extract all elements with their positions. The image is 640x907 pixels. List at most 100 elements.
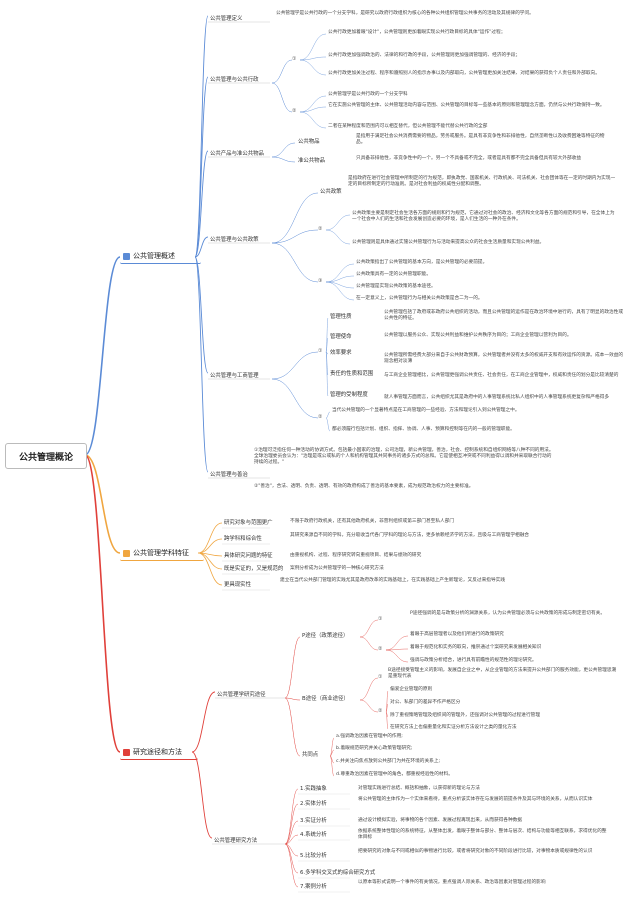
governance-item: ①治理可泛指任何一种活动的协调方式。包括最小国家的治理，公司治理，新公共管理，善… <box>254 448 554 465</box>
connector <box>271 192 319 244</box>
connector <box>385 648 409 651</box>
feature-label[interactable]: 跨学科和综合性 <box>224 536 262 542</box>
approach-item: 着眼于高层管理者以及他们所进行的政策研究 <box>410 632 504 637</box>
connector <box>271 82 293 113</box>
connector <box>271 156 296 163</box>
comparison-item: 它在实施公共管理的主体、公共管理活动内容与范围、公共管理的目标等一些基本的原则和… <box>328 103 605 108</box>
connector <box>84 454 121 554</box>
policy-item: 公共政策具有一定的公共管理职能。 <box>356 272 432 277</box>
bulb-icon <box>123 549 130 557</box>
connector <box>284 820 299 845</box>
connector <box>271 242 319 283</box>
common-item: d.尊重政治因素在管理中的角色，都重视经验性的材料。 <box>336 772 453 777</box>
connector <box>284 834 299 845</box>
policy-item: 在一定意义上，公共管理行为与相关公共政策是合二为一的。 <box>356 296 483 301</box>
governance-item: ②"善治"，合法、透明、负责、透明、有效的政府构成了善治的基本要素，成为规范政治… <box>254 484 474 489</box>
concept-label: 公共政策 <box>320 189 342 195</box>
connector <box>284 843 299 888</box>
connector <box>325 411 331 419</box>
feature-label[interactable]: 既是实证的，又是规范的 <box>224 566 284 572</box>
connector <box>194 256 209 374</box>
connector <box>271 229 319 244</box>
connector <box>385 703 389 713</box>
approach-item: 对公、私部门的差异不作严格区分 <box>390 700 461 705</box>
method-text: 将公共管理的主体作为一个实体来看待，重点分析该实体存在与发展的前提条件及其与环境… <box>358 797 593 802</box>
connector <box>299 56 327 61</box>
connector <box>299 33 327 61</box>
method-label: 7.案例分析 <box>300 884 327 890</box>
comparison-item: 公共行政更加着眼"设计"，公共管理则更加着眼实现公共行政目标的具体"运作"过程； <box>328 30 506 35</box>
policy-item: 公共管理是实现公共政策的基本途径。 <box>356 284 436 289</box>
sub-topic-label[interactable]: 公共管理与公共行政 <box>210 77 259 83</box>
approach-item: 除了重视策略管理及组织间的管理外，还强调对公共管理的过程进行管理 <box>390 713 541 718</box>
sub-topic-label[interactable]: 公共产品与准公共物品 <box>210 151 264 157</box>
method-label: 4.系统分析 <box>300 832 327 838</box>
connector <box>325 417 331 432</box>
comparison-text: 与工商企业管理相比，公共管理更强调公共责任、社会责任，在工商企业管理中，权威和责… <box>384 373 619 378</box>
main-branch-node[interactable]: 公共管理概述 <box>120 249 201 264</box>
feature-label[interactable]: 更具现实性 <box>224 582 251 588</box>
bullet-marker: ① <box>378 616 383 622</box>
common-item: c.并关注向焦点放到公共部门为共在环境的关系上; <box>336 759 441 764</box>
connector <box>271 378 319 419</box>
connector <box>329 749 335 757</box>
comparison-label: 责任的性质和范围 <box>330 371 374 377</box>
connector <box>299 95 327 113</box>
root-node[interactable]: 公共管理概论 <box>5 443 87 469</box>
sub-topic-label[interactable]: 公共管理与善治 <box>210 472 248 478</box>
method-text: 依据系统整体性理论的系统特征，从整体出发，着眼于整体与部分、整体与层次、结构与功… <box>358 829 607 840</box>
main-branch-node[interactable]: 研究途径和方法 <box>120 745 198 760</box>
approach-text: B途径接受管理主义的影响，发展自企业之中，从企业管理的方法来提升公共部门的服务效… <box>388 668 617 679</box>
bullet-marker: ① <box>292 56 297 62</box>
connector <box>197 522 223 554</box>
practice-item: 当代公共管理的一个显著特点是在工商管理的一些经验、方法和理论引入到公共管理之中。 <box>332 408 520 413</box>
connector <box>197 552 223 586</box>
method-label: 1.实践抽象 <box>300 786 327 792</box>
feature-text: 案例分析成为公共管理学的一种核心研究方法 <box>290 566 384 571</box>
sub-topic-label[interactable]: 公共管理定义 <box>210 16 243 22</box>
method-text: 通过设计模拟实验，将事物的各个因素、发展过程再现出来，从而获得各种数据 <box>358 818 523 823</box>
connector <box>359 699 379 713</box>
connector <box>271 59 293 84</box>
sub-topic-label[interactable]: 公共管理研究方法 <box>214 838 258 844</box>
approach-label: 共同点 <box>302 752 319 758</box>
connector <box>194 256 209 473</box>
connector <box>299 59 327 76</box>
bulb-icon <box>123 252 130 260</box>
feature-text: 不限于政府行政机关，还有其他政府机关，非营利组织或第三部门甚至私人部门 <box>290 519 455 524</box>
sub-topic-label[interactable]: 公共管理与工商管理 <box>210 373 259 379</box>
comparison-text: 公共管理所需经费大部分来自于公共财政预算，公共管理者并没有太多的权威开支和有效运… <box>384 353 624 364</box>
concept-text: 是指政府在进行社会管理中所制定的行为规范，即执政党、国家机关、行政机关、司法机关… <box>348 176 616 187</box>
sub-topic-label[interactable]: 公共管理学研究途径 <box>217 692 266 698</box>
method-text: 以原本等形式说明一个事件的有关情况，重点强调人际关系、政治等因素对管理过程的影响 <box>358 880 546 885</box>
connector <box>194 150 209 258</box>
feature-label[interactable]: 研究对象与范围更广 <box>224 520 273 526</box>
bullet-marker: ② <box>318 226 323 232</box>
connector <box>299 111 327 129</box>
concept-label: 准公共物品 <box>298 158 325 164</box>
connector <box>299 106 327 113</box>
approach-item: 着眼于规范化和实务的取向，推崇通过个案研究来发展相关知识 <box>410 645 542 650</box>
comparison-text: 公共管理包括了政府或非政府公共组织的活动，而且公共管理的运作是在政治环境中进行的… <box>384 310 624 321</box>
connector <box>385 690 389 713</box>
connector <box>191 691 216 753</box>
connector <box>329 737 335 757</box>
connector <box>84 454 121 753</box>
method-label: 6.多学科交叉式的综合研究方式 <box>300 870 376 876</box>
connector <box>84 256 121 456</box>
connector <box>194 236 209 258</box>
comparison-label: 效率要求 <box>330 350 352 356</box>
sub-topic-label[interactable]: 公共管理与公共政策 <box>210 237 259 243</box>
feature-label[interactable]: 具体研究问题的特征 <box>224 553 273 559</box>
connector <box>325 229 351 245</box>
policy-item: 公共管理则是具体通过实施公共管理行为与活动来提高公众的社会生活质量和实现公共利益… <box>352 240 545 245</box>
policy-item: 公共政策指出了公共管理的基本方向，是公共管理的必要前提。 <box>356 260 488 265</box>
approach-label: B途径（商业途径） <box>302 696 349 702</box>
main-branch-node[interactable]: 公共管理学科特征 <box>120 546 204 561</box>
connector <box>325 281 355 289</box>
comparison-label: 管理的受制程度 <box>330 392 368 398</box>
method-text: 把要研究的对象与不同或相似的事物进行比较，或者将研究对象的不同阶段进行比较，对事… <box>358 849 593 854</box>
connector <box>191 751 213 839</box>
connector <box>359 619 379 638</box>
